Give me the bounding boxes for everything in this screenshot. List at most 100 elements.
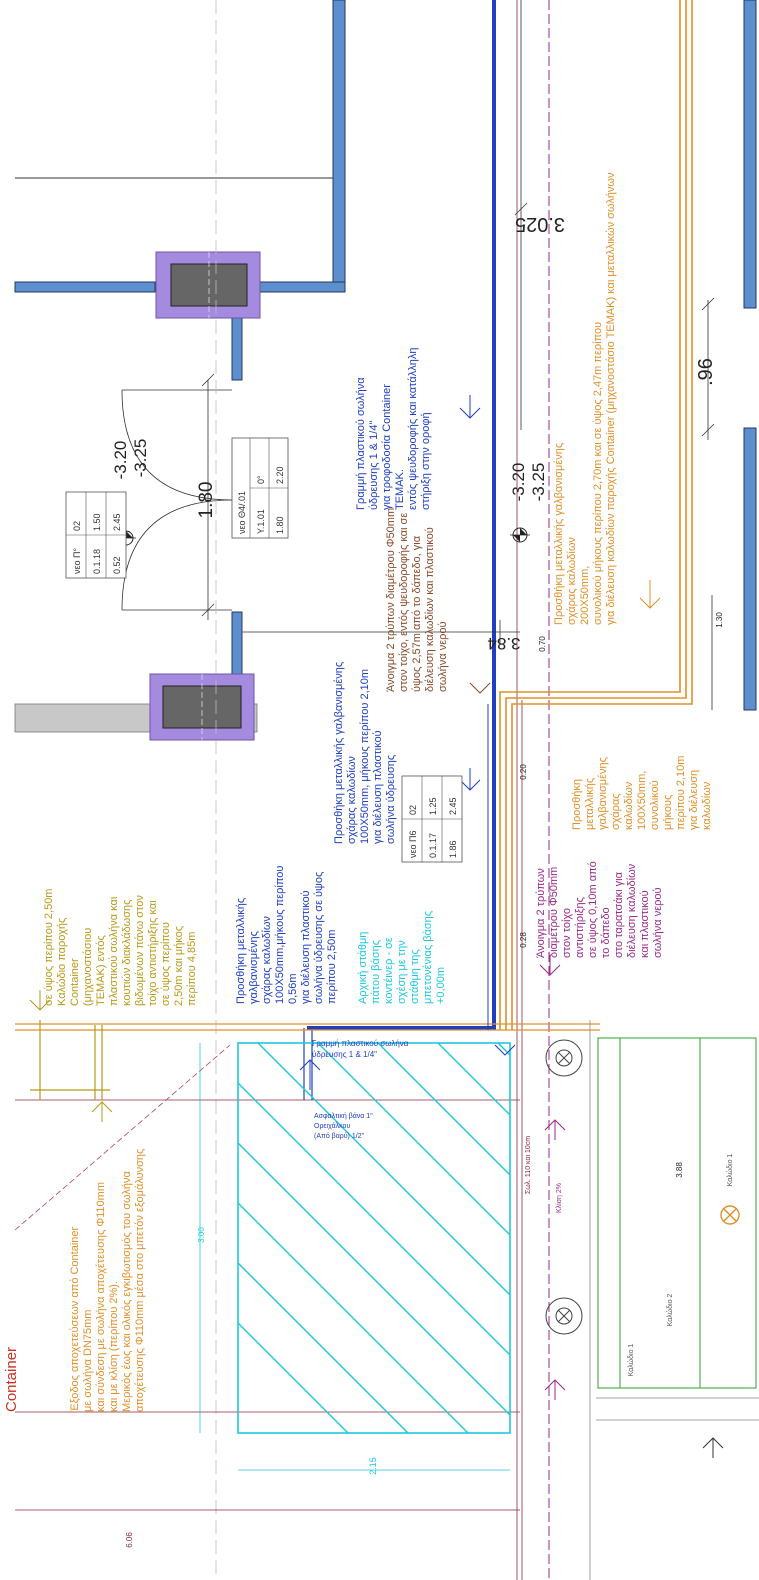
- note-4-line: Προσθήκη μεταλλικής: [235, 898, 247, 1004]
- note-4-line: 100Χ50mm,μήκους περίπου: [274, 866, 286, 1004]
- table-3-c00: νεο Π6: [408, 830, 418, 858]
- note-1-line: ΤΕΜΑΚ.: [394, 469, 406, 510]
- dim-384: 3.84: [487, 634, 520, 653]
- note-2-line: ύψος 2,57m από το δάπεδο, για: [411, 535, 423, 692]
- note-4-line: περίπου 2,50m: [326, 930, 338, 1004]
- level-2-bot: -3.25: [529, 463, 548, 502]
- right-structure: [597, 1037, 757, 1389]
- level-1-bot: -3.25: [131, 439, 150, 478]
- table-1-c21: 2.45: [112, 513, 122, 531]
- note-10-line: και με κλίση (περίπου 2%).: [108, 1281, 120, 1412]
- column-top: [155, 251, 261, 319]
- note-3-line: σχάρας καλωδίων: [346, 756, 358, 844]
- note-8-line: αντιστήριξης: [574, 897, 586, 958]
- note-4-line: γαλβανισμένης: [248, 931, 260, 1004]
- table-3-c01: 02: [408, 805, 418, 815]
- note-16: Καλώδιο 1: [627, 1344, 635, 1377]
- cable-tray-orange: [499, 0, 693, 1030]
- wall-stub-2: [231, 611, 243, 677]
- table-1-c10: 0.1.18: [92, 549, 102, 574]
- note-2: Άνοιγμα 2 τρύπων διαμέτρου Φ50mmστον τοί…: [385, 508, 449, 692]
- dim-180: 1.80: [196, 482, 217, 519]
- dim-070: 0.70: [538, 636, 547, 652]
- note-7-line: 200Χ50mm,: [579, 566, 591, 625]
- note-12-line: (Από βαρύ) 1/2": [314, 1132, 365, 1140]
- note-8-line: στον τοίχο: [561, 908, 573, 958]
- table-1-c11: 1.50: [92, 513, 102, 531]
- note-7-line: Προσθήκη μεταλλικής γαλβανισμένης: [553, 443, 565, 625]
- table-2-c11: 0°: [256, 475, 266, 484]
- note-6-line: 2,50m και μήκος: [173, 926, 185, 1006]
- note-6: σε ύψος περίπου 2,50mΚαλώδιο παροχήςCont…: [43, 889, 198, 1006]
- note-10-line: Μερικός έως και ολικός εγκιβωτισμός του …: [121, 1170, 133, 1412]
- level-marker-2: [510, 527, 530, 543]
- note-7: Προσθήκη μεταλλικής γαλβανισμένηςσχάρας …: [553, 172, 617, 625]
- table-3-c10: 0.1.17: [428, 833, 438, 858]
- note-12-line: Ασφαλτική βάνα 1": [314, 1112, 373, 1120]
- note-4-line: 0,56m: [287, 973, 299, 1004]
- svg-text:Ασφαλτική βάνα 1"Ορειχάλκου(Απ: Ασφαλτική βάνα 1"Ορειχάλκου(Από βαρύ) 1/…: [314, 1112, 373, 1140]
- dim-388: 3.88: [675, 1162, 684, 1178]
- dimension-labels: 3.025 .96 1.80 3.84 1.30 0.70 0.20 0.28 …: [125, 213, 724, 1548]
- concrete-base: [199, 1042, 511, 1471]
- note-6-line: πλαστικού σωλήνα και: [108, 896, 120, 1006]
- note-9-line: γαλβανισμένης: [597, 757, 609, 830]
- note-5-line: σχέση με την: [396, 940, 408, 1004]
- note-5-line: πάτου βάσης: [370, 940, 382, 1004]
- note-1-line: εντός ψευδοροφής και κατάλληλη: [407, 348, 419, 510]
- note-2-line: διέλευση καλωδίων και πλαστικού: [424, 527, 436, 692]
- note-6-line: (μηχανοστάσιου: [82, 928, 94, 1006]
- note-9-line: για διέλευση: [688, 770, 700, 830]
- note-2-line: σωλήνα νερού: [437, 622, 449, 693]
- note-7-line: σχάρας καλωδίων: [566, 537, 578, 625]
- dim-lines: [201, 0, 715, 710]
- note-10-line: και σύνδεση με σωλήνα αποχέτευσης Φ110mm: [95, 1182, 107, 1412]
- diagonal-line: [14, 1044, 231, 1231]
- note-5-line: στάθμη της: [409, 949, 421, 1004]
- dim-215: 2.15: [368, 1457, 378, 1475]
- svg-text:Προσθήκη μεταλλικής γαλβανισμέ: Προσθήκη μεταλλικής γαλβανισμένηςσχάρας …: [553, 172, 617, 625]
- table-3-c20: 1.86: [448, 840, 458, 858]
- note-3-line: σωλήνα ύδρευσης: [385, 755, 397, 844]
- axis-lines: [15, 0, 600, 1580]
- wall-top-left: [14, 281, 156, 293]
- svg-text:Προσθήκη μεταλλικής γαλβανισμέ: Προσθήκη μεταλλικής γαλβανισμένηςσχάρας …: [333, 662, 397, 844]
- walls: [14, 0, 757, 711]
- dim-96: .96: [695, 358, 717, 386]
- note-15: Καλώδιο 2: [666, 1294, 674, 1327]
- note-6-line: περίπου 4,85m: [186, 932, 198, 1006]
- note-9-line: καλωδίων: [701, 781, 713, 830]
- level-labels: -3.20 -3.25 -3.20 -3.25: [111, 439, 548, 502]
- note-10-line: Έξοδος αποχετεύσεων από Container: [69, 1226, 81, 1413]
- svg-text:Γραμμή πλαστικού σωλήναύδρευση: Γραμμή πλαστικού σωλήναύδρευσης 1 & 1/4"…: [355, 348, 432, 510]
- note-1: Γραμμή πλαστικού σωλήναύδρευσης 1 & 1/4"…: [355, 348, 432, 510]
- note-10-line: με σωλήνα DN75mm: [82, 1310, 94, 1412]
- note-10-title: Container: [3, 1347, 20, 1412]
- note-5-line: +0,00m: [435, 967, 447, 1004]
- note-8-line: διαμέτρου Φ50mm: [548, 867, 560, 958]
- note-17: Κλίση 2%: [555, 1183, 563, 1213]
- note-9-line: Προσθήκη: [571, 779, 583, 830]
- note-9: Προσθήκημεταλλικήςγαλβανισμένηςσχάραςκαλ…: [571, 756, 713, 830]
- valve-2: [545, 1297, 583, 1335]
- valve-1: [545, 1039, 583, 1077]
- table-1: νεο Π° 02 0.1.18 1.50 0.52 2.45: [65, 491, 127, 579]
- note-8-line: και πλαστικού: [639, 890, 651, 958]
- note-1-line: στήριξη στην οροφή: [420, 412, 432, 510]
- svg-text:σε ύψος περίπου 2,50mΚαλώδιο π: σε ύψος περίπου 2,50mΚαλώδιο παροχήςCont…: [43, 889, 198, 1006]
- dim-130: 1.30: [715, 612, 724, 628]
- note-3: Προσθήκη μεταλλικής γαλβανισμένηςσχάρας …: [333, 662, 397, 844]
- note-8: Άνοιγμα 2 τρύπωνδιαμέτρου Φ50mmστον τοίχ…: [535, 861, 664, 958]
- note-4-line: σχάρας καλωδίων: [261, 916, 273, 1004]
- note-13: Σωλ. 110 και 10cm: [525, 1136, 532, 1194]
- note-3-line: Προσθήκη μεταλλικής γαλβανισμένης: [333, 662, 345, 844]
- wall-right-b: [743, 427, 757, 711]
- table-3-c11: 1.25: [428, 797, 438, 815]
- note-5: Αρχική στάθμηπάτου βάσηςκοντέινερ - σεσχ…: [357, 911, 447, 1004]
- svg-text:Προσθήκημεταλλικήςγαλβανισμένη: Προσθήκημεταλλικήςγαλβανισμένηςσχάραςκαλ…: [571, 756, 713, 830]
- note-8-line: διέλευση καλωδίων: [626, 863, 638, 958]
- note-10: Container Έξοδος αποχετεύσεων από Contain…: [3, 1149, 146, 1413]
- note-9-line: περίπου 2,10m: [675, 756, 687, 830]
